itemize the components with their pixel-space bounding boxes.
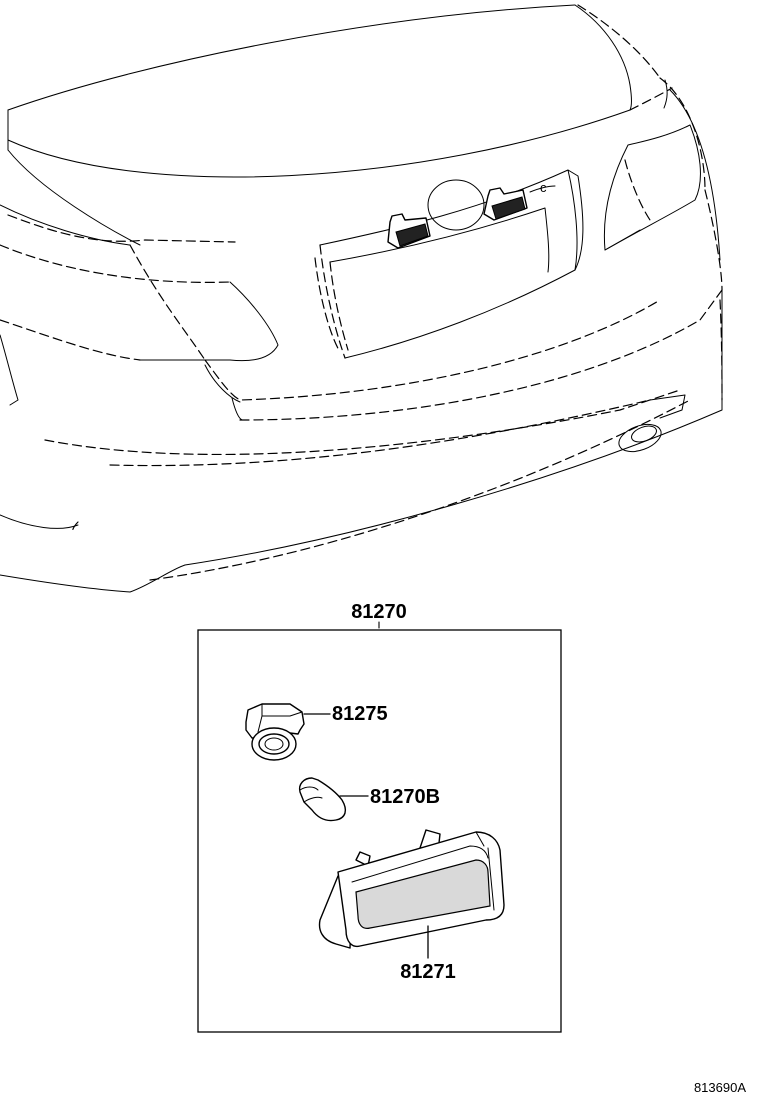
trunk-emblem-letter: c — [540, 180, 547, 195]
socket-part — [245, 703, 331, 761]
lens-housing-part — [318, 829, 505, 959]
assembly-part-number: 81270 — [351, 601, 407, 623]
license-lamp-right-on-car — [483, 187, 528, 221]
lens-housing-part-number: 81271 — [400, 961, 456, 983]
bulb-part — [298, 777, 369, 822]
figure-reference-code: 813690A — [694, 1080, 746, 1095]
assembly-frame — [197, 629, 562, 1033]
car-rear-illustration: c — [0, 4, 723, 593]
socket-part-number: 81275 — [332, 703, 388, 725]
license-lamp-left-on-car — [387, 213, 431, 249]
parts-group-box — [197, 621, 562, 1033]
bulb-part-number: 81270B — [370, 786, 440, 808]
